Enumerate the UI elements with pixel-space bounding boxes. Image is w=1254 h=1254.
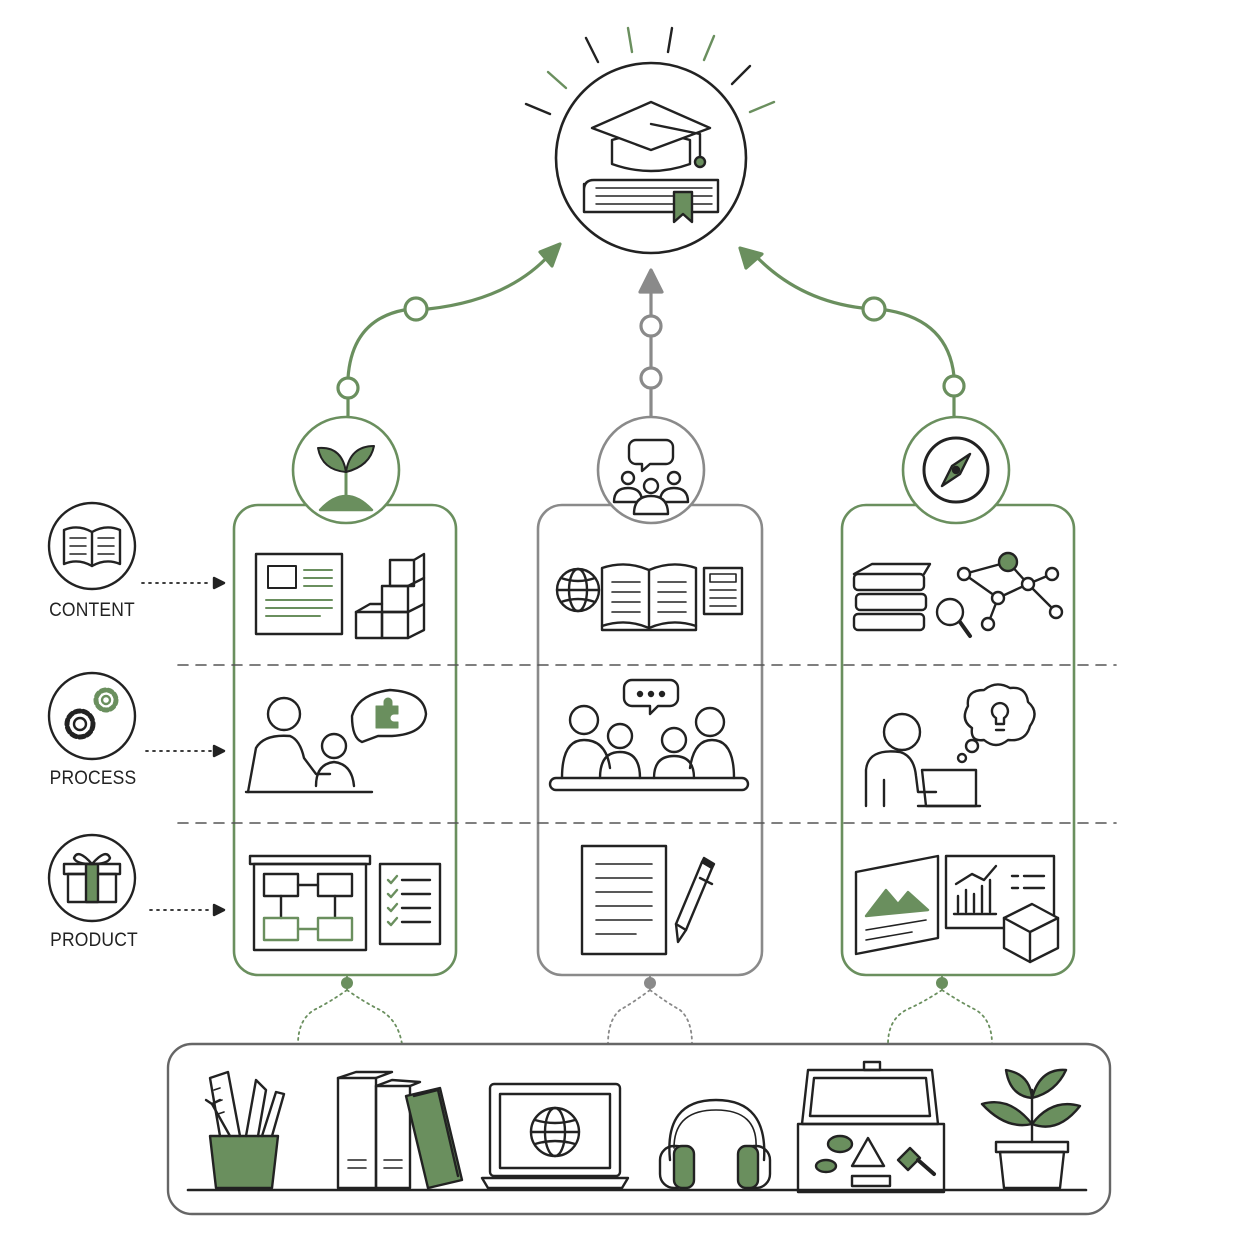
group-table-icon xyxy=(548,678,750,792)
gears-icon xyxy=(47,671,137,761)
row-label-process: PROCESS xyxy=(49,768,137,789)
graduation-cap-on-book-icon xyxy=(554,61,748,255)
worksheet-icon xyxy=(254,552,344,636)
cube-icon xyxy=(1002,902,1060,964)
globe-icon xyxy=(555,567,601,613)
content-pointer xyxy=(141,576,226,590)
right-connector xyxy=(738,246,966,420)
magnifier-icon xyxy=(935,597,972,638)
product-pointer xyxy=(149,903,226,917)
student-laptop-idea-icon xyxy=(864,683,1036,808)
tutor-student-icon xyxy=(244,688,428,794)
checklist-icon xyxy=(378,862,442,946)
row-label-product: PRODUCT xyxy=(50,930,138,951)
left-connector xyxy=(336,242,562,420)
flowchart-board-icon xyxy=(248,854,372,952)
presentation-board-icon xyxy=(854,854,940,956)
compass-icon xyxy=(901,415,1011,525)
book-stack-icon xyxy=(852,562,932,632)
toolbox-icon xyxy=(796,1060,946,1194)
laptop-globe-icon xyxy=(480,1082,630,1190)
group-discussion-icon xyxy=(596,415,706,525)
headphones-icon xyxy=(658,1098,772,1190)
network-graph-icon xyxy=(956,551,1064,632)
potted-plant-icon xyxy=(980,1068,1082,1190)
process-pointer xyxy=(145,744,226,758)
binders-icon xyxy=(336,1070,464,1190)
row-label-content: CONTENT xyxy=(49,600,135,621)
center-connector xyxy=(638,268,664,420)
seedling-icon xyxy=(291,415,401,525)
chart-slide-icon xyxy=(944,854,1056,930)
resource-shelf xyxy=(166,1042,1112,1216)
document-icon xyxy=(580,844,668,956)
gift-box-icon xyxy=(47,833,137,923)
newspaper-icon xyxy=(702,566,744,616)
pen-icon xyxy=(674,856,716,944)
open-textbook-icon xyxy=(600,563,698,632)
open-book-icon xyxy=(47,501,137,591)
pencil-cup-icon xyxy=(204,1070,286,1190)
goal-rays xyxy=(524,26,776,116)
stacked-blocks-icon xyxy=(354,552,426,640)
